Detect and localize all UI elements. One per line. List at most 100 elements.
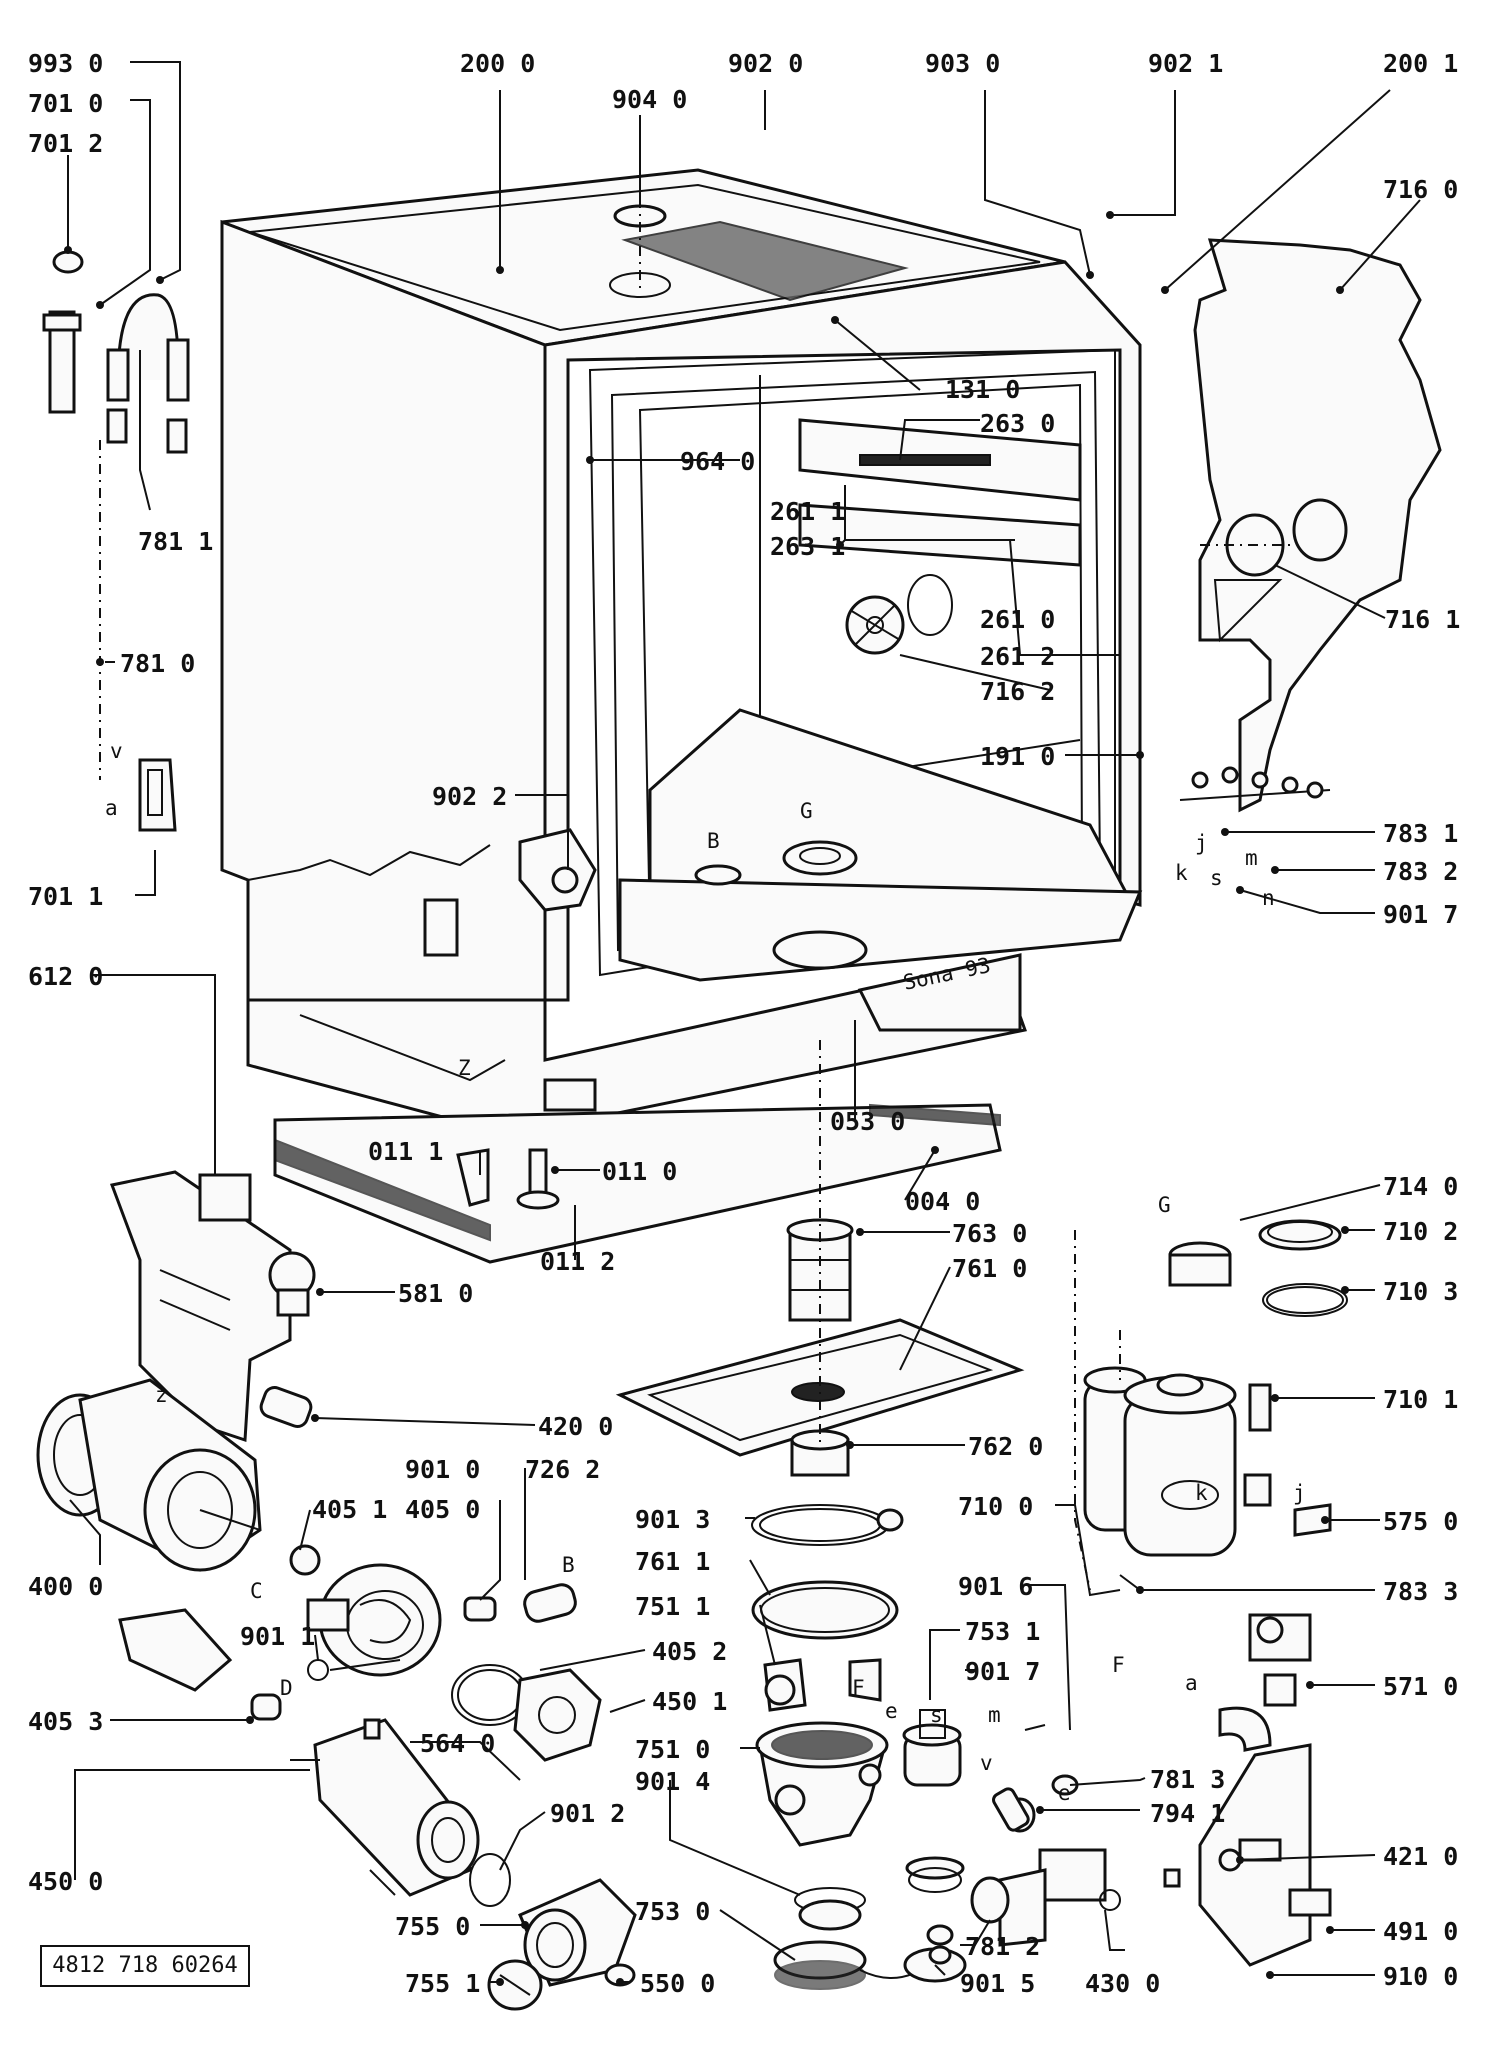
callout-564-0: 564 0	[420, 1729, 495, 1758]
side-panel	[1179, 238, 1442, 813]
callout-200-1: 200 1	[1383, 49, 1458, 78]
callout-612-0: 612 0	[28, 962, 103, 991]
callout-783-1: 783 1	[1383, 819, 1458, 848]
letter-C1: C	[250, 1579, 263, 1603]
callout-901-3: 901 3	[635, 1505, 710, 1534]
softener-assembly	[926, 1219, 1348, 1967]
callout-701-2: 701 2	[28, 129, 103, 158]
callout-726-2: 726 2	[525, 1455, 600, 1484]
callout-263-1: 263 1	[770, 532, 845, 561]
catalog-number-box: 4812 718 60264	[40, 1945, 250, 1987]
callout-571-0: 571 0	[1383, 1672, 1458, 1701]
callout-011-2: 011 2	[540, 1247, 615, 1276]
callout-191-0: 191 0	[980, 742, 1055, 771]
letter-z2: z	[155, 1383, 168, 1407]
callout-755-1: 755 1	[405, 1969, 480, 1998]
callout-761-1: 761 1	[635, 1547, 710, 1576]
callout-421-0: 421 0	[1383, 1842, 1458, 1871]
callout-781-2: 781 2	[965, 1932, 1040, 1961]
callout-901-2: 901 2	[550, 1799, 625, 1828]
callout-491-0: 491 0	[1383, 1917, 1458, 1946]
letter-Z1: Z	[458, 1056, 471, 1080]
heater-assembly	[290, 1718, 637, 2011]
callout-781-3: 781 3	[1150, 1765, 1225, 1794]
letter-B2: B	[562, 1553, 575, 1577]
callout-901-5: 901 5	[960, 1969, 1035, 1998]
letter-G1: G	[800, 799, 813, 823]
callout-430-0: 430 0	[1085, 1969, 1160, 1998]
callout-200-0: 200 0	[460, 49, 535, 78]
motor-assembly	[36, 1378, 602, 1762]
callout-904-0: 904 0	[612, 85, 687, 114]
callout-901-0: 901 0	[405, 1455, 480, 1484]
callout-450-0: 450 0	[28, 1867, 103, 1896]
letter-m2: m	[988, 1703, 1001, 1727]
callout-716-2: 716 2	[980, 677, 1055, 706]
callout-575-0: 575 0	[1383, 1507, 1458, 1536]
callout-901-6: 901 6	[958, 1572, 1033, 1601]
letter-a2: a	[1185, 1671, 1198, 1695]
letter-s2: s	[930, 1703, 943, 1727]
callout-902-0: 902 0	[728, 49, 803, 78]
control-bracket	[109, 1170, 316, 1443]
callout-405-2: 405 2	[652, 1637, 727, 1666]
callout-794-1: 794 1	[1150, 1799, 1225, 1828]
callout-763-0: 763 0	[952, 1219, 1027, 1248]
callout-581-0: 581 0	[398, 1279, 473, 1308]
callout-011-0: 011 0	[602, 1157, 677, 1186]
callout-labels: 993 0 701 0 701 2 200 0 902 0 903 0 902 …	[28, 49, 1460, 1998]
letter-e1: e	[885, 1699, 898, 1723]
callout-781-1: 781 1	[138, 527, 213, 556]
letter-G2: G	[1158, 1193, 1171, 1217]
callout-781-0: 781 0	[120, 649, 195, 678]
callout-755-0: 755 0	[395, 1912, 470, 1941]
callout-405-0: 405 0	[405, 1495, 480, 1524]
callout-964-0: 964 0	[680, 447, 755, 476]
letter-v2: v	[980, 1751, 993, 1775]
callout-783-3: 783 3	[1383, 1577, 1458, 1606]
callout-405-1: 405 1	[312, 1495, 387, 1524]
callout-550-0: 550 0	[640, 1969, 715, 1998]
callout-710-3: 710 3	[1383, 1277, 1458, 1306]
letter-e2: e	[1058, 1781, 1071, 1805]
leader-dots	[64, 211, 1349, 1986]
callout-263-0: 263 0	[980, 409, 1055, 438]
callout-903-0: 903 0	[925, 49, 1000, 78]
callout-751-1: 751 1	[635, 1592, 710, 1621]
callout-901-7a: 901 7	[1383, 900, 1458, 929]
callout-901-7b: 901 7	[965, 1657, 1040, 1686]
callout-405-3: 405 3	[28, 1707, 103, 1736]
callout-902-1: 902 1	[1148, 49, 1223, 78]
callout-753-1: 753 1	[965, 1617, 1040, 1646]
callout-714-0: 714 0	[1383, 1172, 1458, 1201]
callout-011-1: 011 1	[368, 1137, 443, 1166]
callout-710-2: 710 2	[1383, 1217, 1458, 1246]
letter-F1: F	[852, 1676, 865, 1700]
letter-F2: F	[1112, 1653, 1125, 1677]
callout-902-2: 902 2	[432, 782, 507, 811]
callout-004-0: 004 0	[905, 1187, 980, 1216]
callout-761-0: 761 0	[952, 1254, 1027, 1283]
sump-assembly	[615, 1218, 1025, 1990]
letter-j1: j	[1195, 831, 1208, 855]
letter-k2: k	[1195, 1481, 1208, 1505]
callout-420-0: 420 0	[538, 1412, 613, 1441]
leader-lines	[67, 61, 1421, 1983]
letter-v1: v	[110, 739, 123, 763]
callout-762-0: 762 0	[968, 1432, 1043, 1461]
letter-D1: D	[280, 1676, 293, 1700]
letter-B1: B	[707, 829, 720, 853]
callout-710-0: 710 0	[958, 1492, 1033, 1521]
callout-450-1: 450 1	[652, 1687, 727, 1716]
callout-053-0: 053 0	[830, 1107, 905, 1136]
callout-753-0: 753 0	[635, 1897, 710, 1926]
letter-k1: k	[1175, 861, 1188, 885]
callout-901-1: 901 1	[240, 1622, 315, 1651]
callout-901-4: 901 4	[635, 1767, 710, 1796]
connection-letters: v a B G j s m k n Z G z C B k j D F F e …	[105, 739, 1306, 1805]
letter-a1: a	[105, 796, 118, 820]
tub-cabinet: Sona 93	[220, 150, 1143, 1264]
callout-716-1: 716 1	[1385, 605, 1460, 634]
callout-261-1: 261 1	[770, 497, 845, 526]
